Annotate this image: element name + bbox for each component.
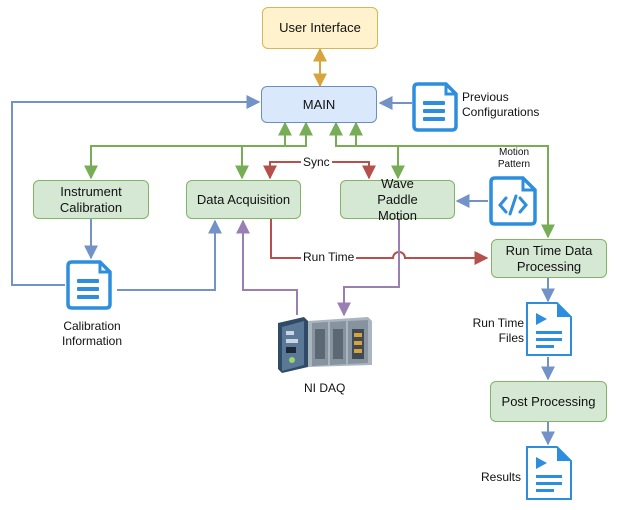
main-node: MAIN [261, 86, 377, 123]
results-label: Results [481, 470, 522, 484]
daq-to-data-acquisition-arrow [236, 219, 298, 315]
main-data-acquisition-arrow [235, 121, 313, 180]
code-file-icon [489, 176, 537, 226]
calibration-info-to-main-arrow [11, 95, 261, 286]
main-wave-paddle-arrow [329, 121, 405, 180]
sync-label: Sync [301, 155, 332, 170]
run-time-label: Run Time [301, 250, 357, 265]
main-runtime-processing-arrow [349, 121, 555, 239]
calibration-information-label: Calibration Information [61, 319, 123, 348]
previous-configurations-label: Previous Configurations [462, 90, 540, 119]
data-acquisition-node: Data Acquisition [186, 180, 301, 219]
cal-info-to-data-acquisition-arrow [117, 219, 222, 291]
post-processing-node: Post Processing [490, 381, 607, 422]
wave-paddle-motion-node: Wave Paddle Motion [340, 176, 455, 223]
document-icon [412, 82, 458, 132]
user-interface-node: User Interface [262, 7, 378, 49]
run-time-processing-node: Run Time Data Processing [491, 239, 607, 278]
main-instrument-calibration-arrow [84, 121, 292, 180]
ni-daq-label: NI DAQ [304, 381, 346, 395]
main-label: MAIN [302, 96, 336, 112]
instrument-calibration-label: Instrument Calibration [59, 183, 123, 215]
data-acquisition-label: Data Acquisition [196, 191, 291, 207]
document-icon [66, 260, 112, 310]
run-file-icon [526, 302, 572, 356]
wave-paddle-to-daq-arrow [337, 219, 400, 317]
post-processing-label: Post Processing [501, 393, 596, 409]
run-file-icon [526, 446, 572, 500]
motion-pattern-label: Motion Pattern [497, 147, 531, 170]
run-time-files-label: Run Time Files [472, 316, 524, 345]
daq-hardware-icon [278, 317, 372, 373]
instrument-calibration-node: Instrument Calibration [33, 180, 149, 219]
user-interface-label: User Interface [279, 20, 361, 35]
wave-paddle-motion-label: Wave Paddle Motion [377, 175, 418, 223]
run-time-processing-label: Run Time Data Processing [505, 242, 593, 274]
